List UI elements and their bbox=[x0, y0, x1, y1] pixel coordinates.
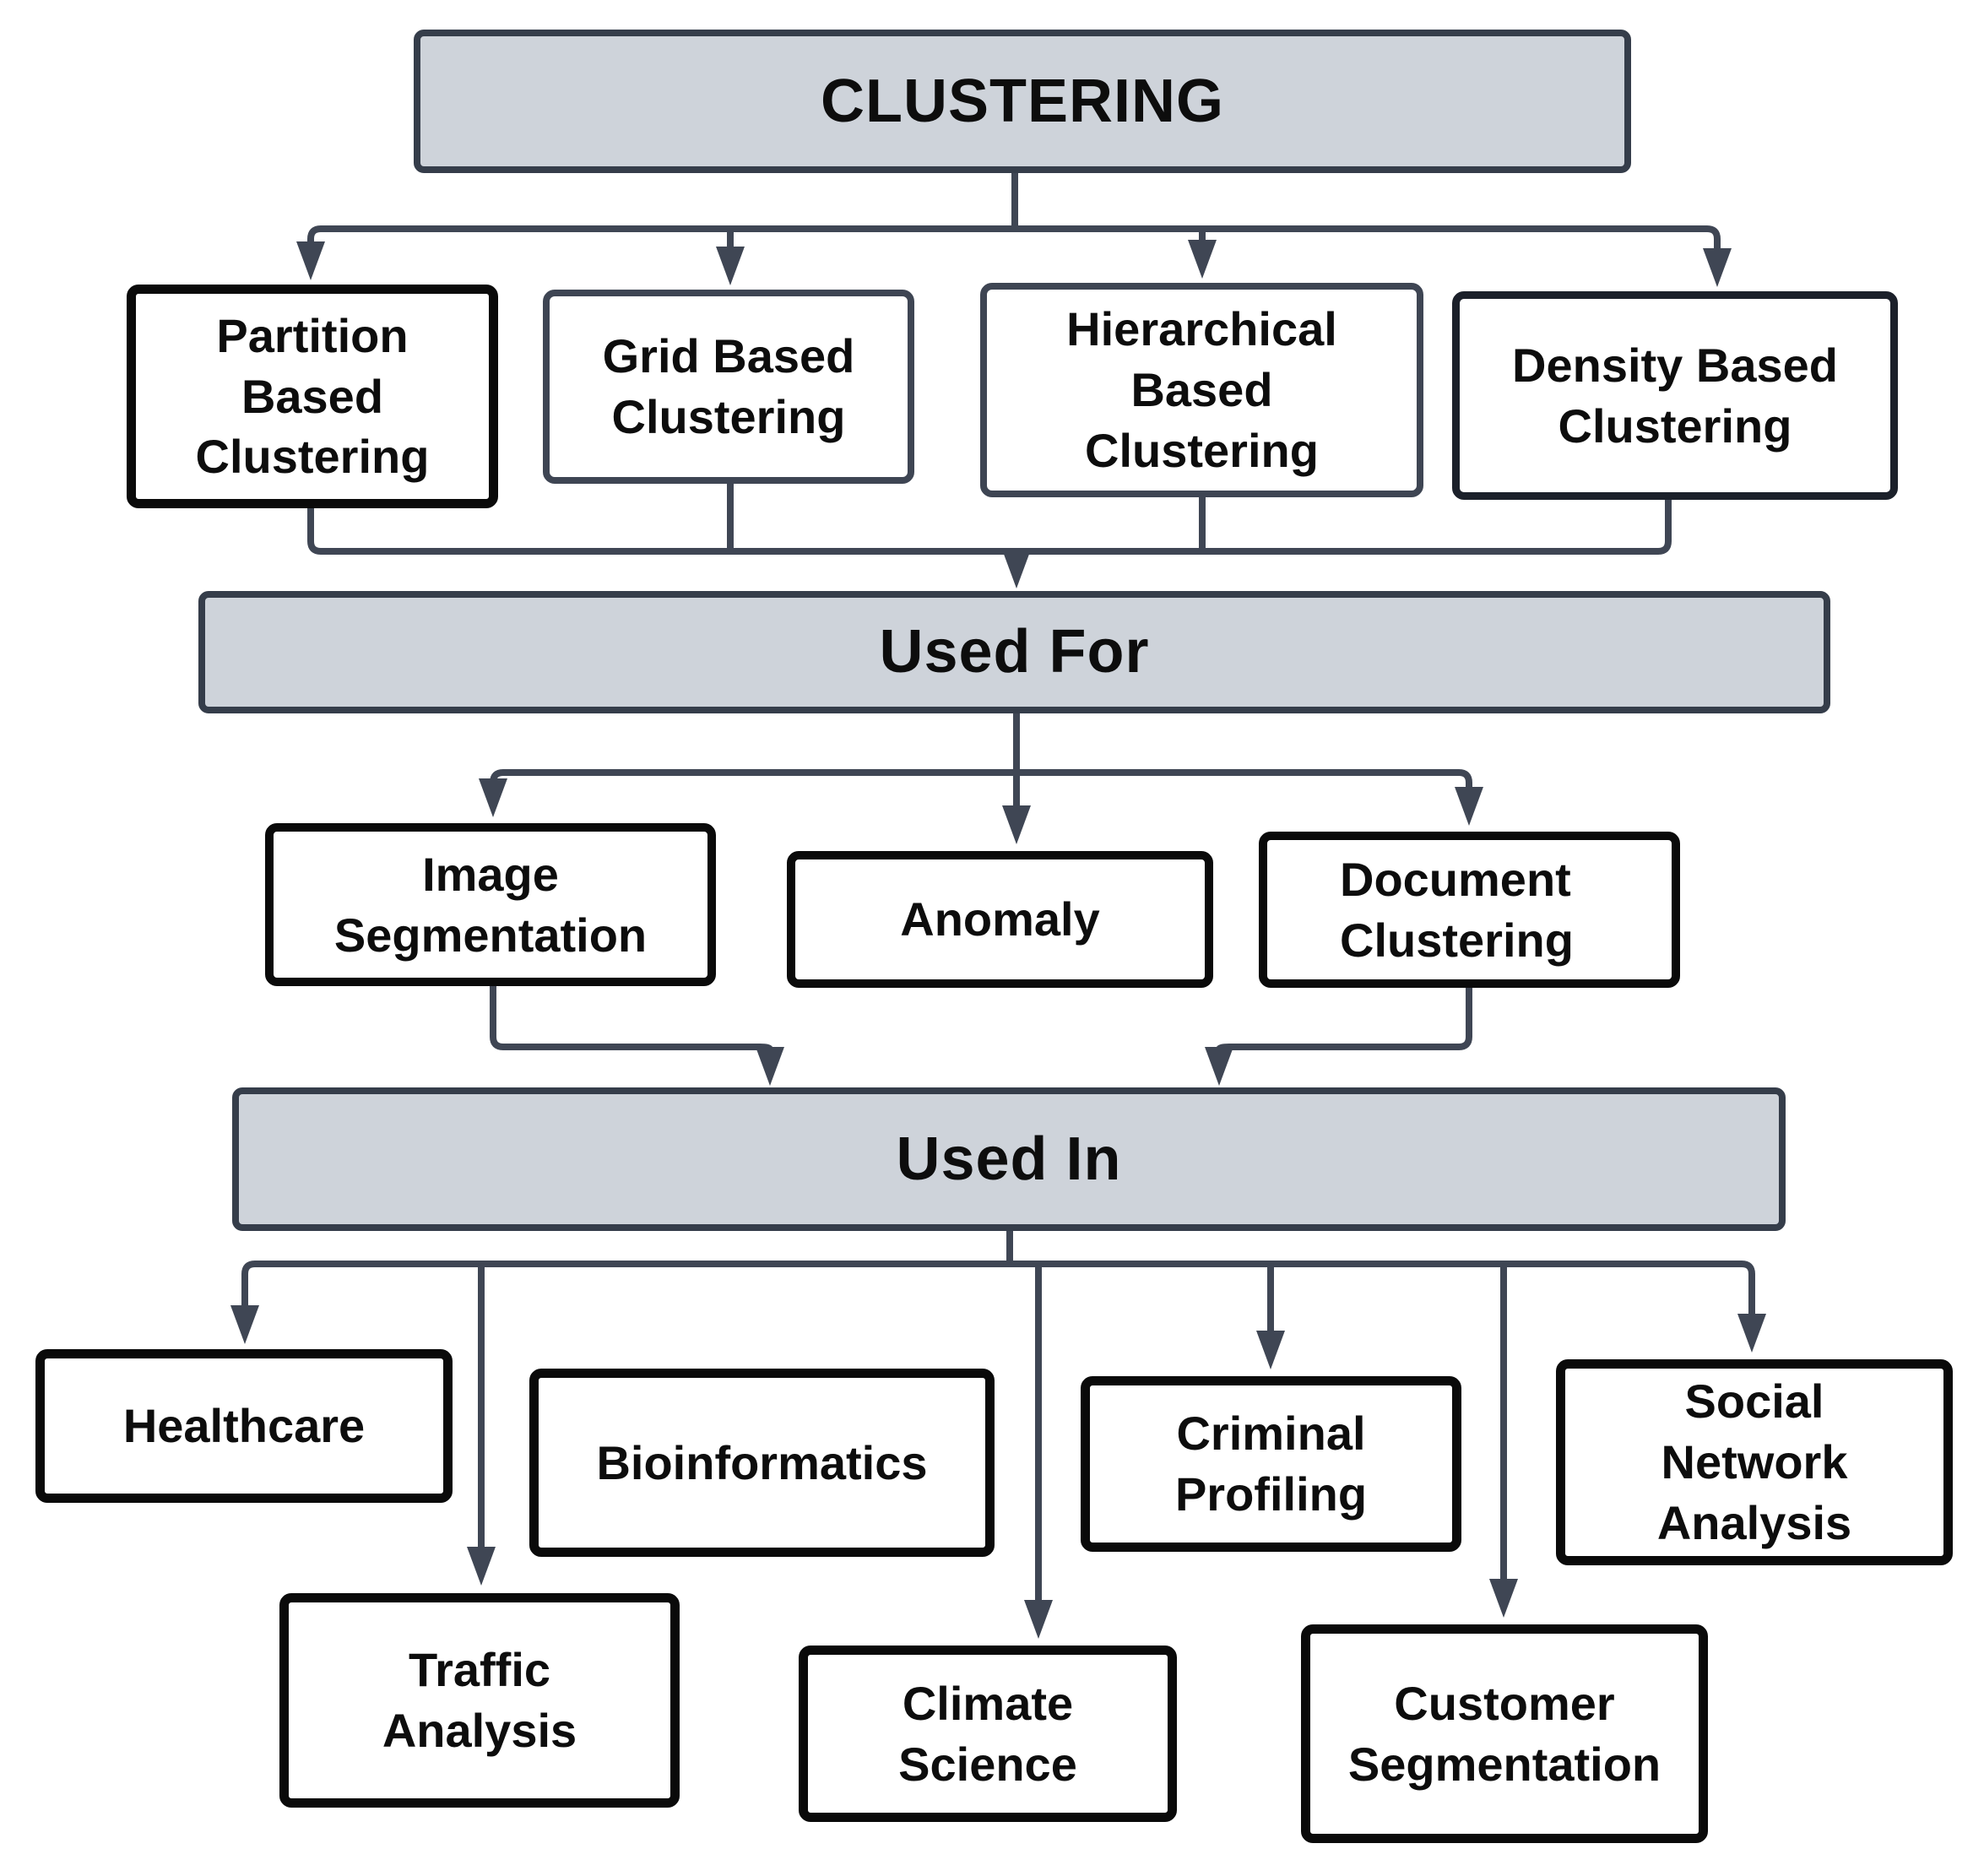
node-density-based-clustering: Density Based Clustering bbox=[1452, 291, 1898, 500]
bar-used-for: Used For bbox=[198, 591, 1830, 713]
node-clustering: CLUSTERING bbox=[414, 30, 1631, 173]
node-healthcare: Healthcare bbox=[35, 1349, 453, 1503]
node-label: Climate Science bbox=[898, 1676, 1077, 1791]
node-label: Traffic Analysis bbox=[382, 1643, 577, 1757]
node-label: Hierarchical Based Clustering bbox=[1066, 302, 1337, 477]
node-anomaly: Anomaly bbox=[787, 851, 1213, 988]
bar-label: Used In bbox=[896, 1125, 1122, 1193]
node-label: Density Based Clustering bbox=[1512, 338, 1838, 453]
node-traffic-analysis: Traffic Analysis bbox=[279, 1593, 680, 1808]
node-label: CLUSTERING bbox=[821, 67, 1224, 135]
node-label: Healthcare bbox=[122, 1399, 366, 1453]
node-document-clustering: Document Clustering bbox=[1259, 832, 1680, 988]
node-bioinformatics: Bioinformatics bbox=[529, 1369, 995, 1557]
bar-used-in: Used In bbox=[232, 1087, 1786, 1231]
node-image-segmentation: Image Segmentation bbox=[265, 823, 716, 986]
node-customer-segmentation: Customer Segmentation bbox=[1301, 1624, 1708, 1843]
node-label: Image Segmentation bbox=[333, 847, 648, 962]
node-partition-based-clustering: Partition Based Clustering bbox=[127, 285, 498, 508]
node-grid-based-clustering: Grid Based Clustering bbox=[543, 290, 914, 484]
node-label: Bioinformatics bbox=[596, 1435, 928, 1489]
bar-label: Used For bbox=[879, 618, 1150, 686]
node-label: Anomaly bbox=[900, 892, 1100, 946]
node-label: Document Clustering bbox=[1340, 852, 1574, 967]
node-climate-science: Climate Science bbox=[799, 1646, 1177, 1822]
node-label: Partition Based Clustering bbox=[195, 308, 430, 484]
node-hierarchical-based-clustering: Hierarchical Based Clustering bbox=[980, 283, 1423, 497]
node-label: Criminal Profiling bbox=[1174, 1407, 1368, 1521]
node-label: Grid Based Clustering bbox=[602, 329, 855, 443]
node-criminal-profiling: Criminal Profiling bbox=[1081, 1376, 1461, 1552]
node-social-network-analysis: Social Network Analysis bbox=[1556, 1359, 1953, 1565]
node-label: Social Network Analysis bbox=[1656, 1374, 1852, 1549]
node-label: Customer Segmentation bbox=[1347, 1676, 1661, 1791]
